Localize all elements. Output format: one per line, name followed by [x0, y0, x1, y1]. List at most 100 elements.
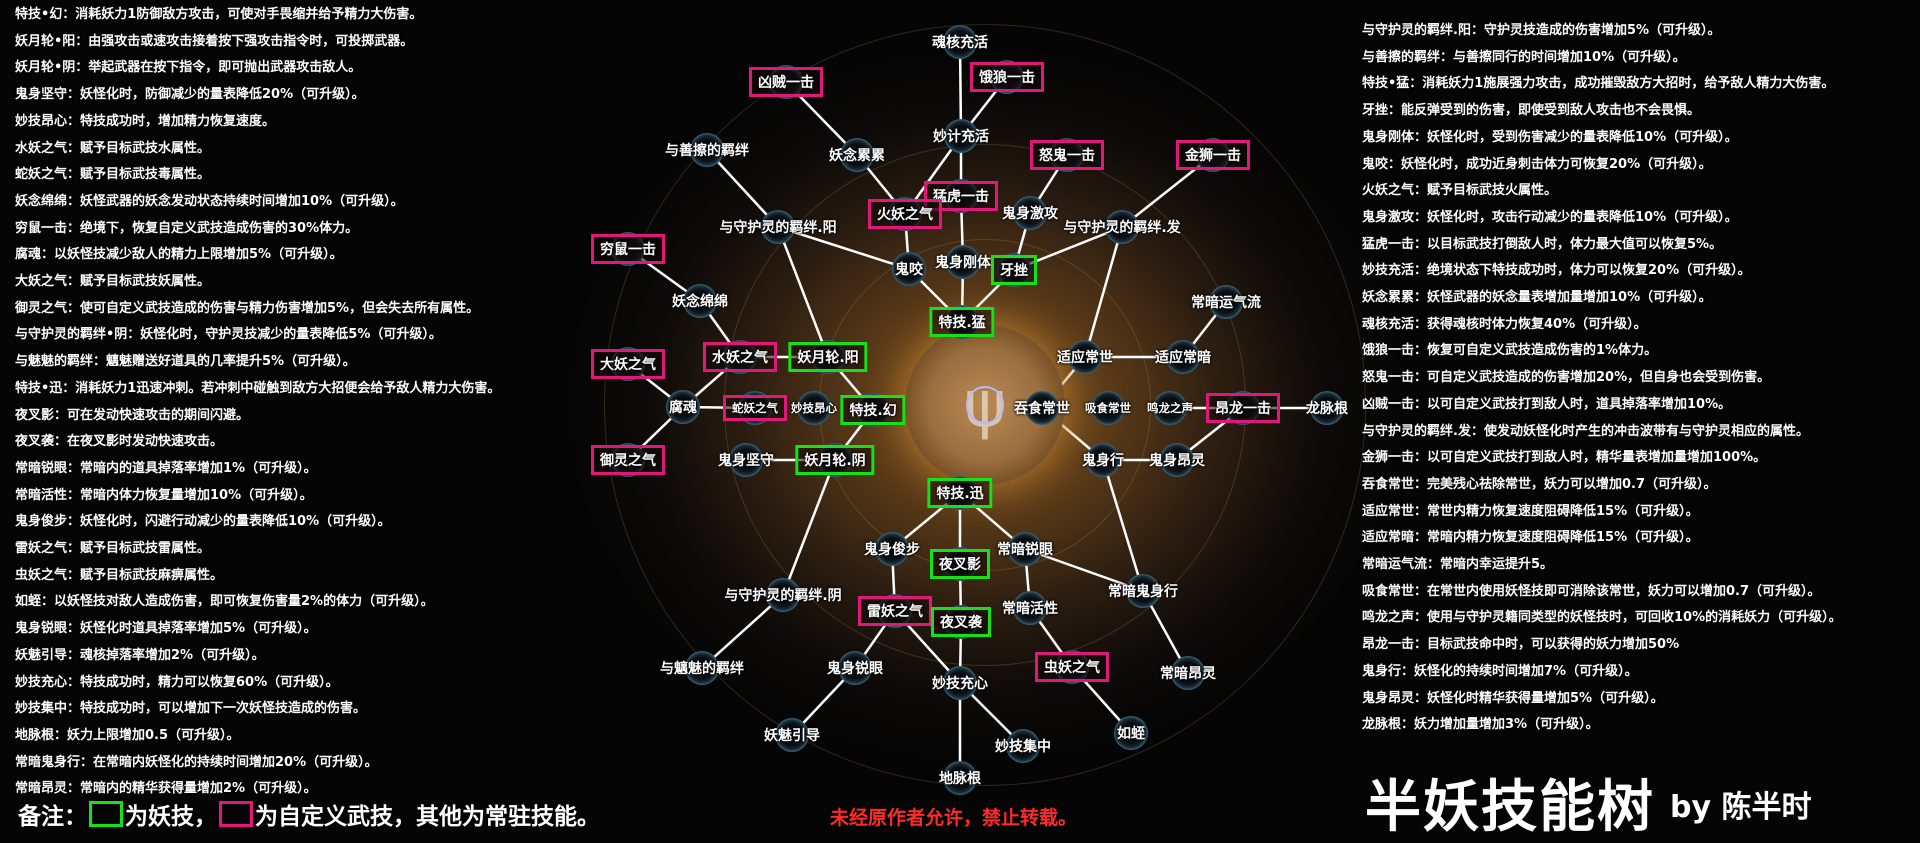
skill-node-shiying_changan[interactable]: 适应常暗	[1155, 350, 1211, 366]
skill-node-guishen_angling[interactable]: 鬼身昂灵	[1149, 453, 1205, 469]
skill-orb-icon	[1025, 391, 1059, 425]
skill-node-miaoji_chongxin[interactable]: 妙技充心	[932, 676, 988, 692]
tree-link	[701, 594, 784, 669]
skill-orb-icon	[761, 210, 795, 244]
skill-node-guiyao[interactable]: 鬼咬	[895, 262, 923, 278]
skill-node-teji_meng[interactable]: 特技.猛	[929, 307, 995, 337]
skill-description: 妖魅引导：魂核掉落率增加2%（可升级）。	[15, 647, 265, 663]
left-skill-descriptions: 特技•幻：消耗妖力1防御敌方攻击，可使对手畏缩并给予精力大伤害。妖月轮•阳：由强…	[15, 2, 500, 803]
skill-node-longmai[interactable]: 龙脉根	[1306, 401, 1348, 417]
skill-description: 常暗鬼身行：在常暗内妖怪化的持续时间增加20%（可升级）。	[15, 754, 378, 770]
skill-description: 夜叉袭：在夜叉影时发动快速攻击。	[15, 434, 224, 450]
skill-node-shouhu_yang[interactable]: 与守护灵的羁绊.阳	[719, 220, 837, 236]
skill-description: 雷妖之气：赋予目标武技雷属性。	[15, 541, 211, 557]
skill-orb-icon	[1126, 574, 1160, 608]
skill-node-anglong[interactable]: 昂龙一击	[1206, 393, 1280, 423]
skill-node-miaoji_jizhong[interactable]: 妙技集中	[995, 739, 1051, 755]
skill-node-chongyao[interactable]: 虫妖之气	[1035, 652, 1109, 682]
skill-node-shiying_changshi[interactable]: 适应常世	[1057, 350, 1113, 366]
skill-description: 妙技集中：特技成功时，可以增加下一次妖怪技造成的伤害。	[15, 701, 367, 717]
skill-description: 鬼身激攻：妖怪化时，攻击行动减少的量表降低10%（可升级）。	[1362, 209, 1738, 225]
tree-link	[777, 225, 910, 271]
skill-node-guishenxing[interactable]: 鬼身行	[1082, 453, 1124, 469]
skill-node-huoyao[interactable]: 火妖之气	[868, 199, 942, 229]
skill-description: 魂核充活：获得魂核时体力恢复40%（可升级）。	[1362, 316, 1647, 332]
skill-node-tunshi[interactable]: 吞食常世	[1014, 401, 1070, 417]
skill-node-dayao[interactable]: 大妖之气	[591, 349, 665, 379]
skill-node-guishen_junbu[interactable]: 鬼身俊步	[864, 542, 920, 558]
skill-node-guishen_jianshou[interactable]: 鬼身坚守	[718, 453, 774, 469]
skill-node-dimai[interactable]: 地脉根	[939, 771, 981, 787]
skill-node-teji_xun[interactable]: 特技.迅	[927, 478, 993, 508]
legend-yao-label: 为妖技，	[125, 804, 217, 830]
skill-node-yaonian_mianmian[interactable]: 妖念绵绵	[672, 294, 728, 310]
skill-description: 如蛭：以妖怪技对敌人造成伤害，即可恢复伤害量2%的体力（可升级）。	[15, 594, 434, 610]
skill-orb-icon	[1105, 210, 1139, 244]
skill-node-qiongshu[interactable]: 穷鼠一击	[591, 234, 665, 264]
skill-description: 适应常世：常世内精力恢复速度阻碍降低15%（可升级）。	[1362, 503, 1699, 519]
skill-node-changan_huoxing[interactable]: 常暗活性	[1002, 601, 1058, 617]
skill-node-miaoji_chonghuo[interactable]: 妙计充活	[933, 129, 989, 145]
skill-description: 妖月轮•阳：由强攻击或速攻击接着按下强攻击指令时，可投掷武器。	[15, 33, 414, 49]
skill-node-yacuo[interactable]: 牙挫	[991, 255, 1037, 285]
skill-orb-icon	[1310, 391, 1344, 425]
skill-node-changan_angling[interactable]: 常暗昂灵	[1160, 666, 1216, 682]
skill-node-changan_ruiyan[interactable]: 常暗锐眼	[997, 542, 1053, 558]
skill-description: 特技•迅：消耗妖力1迅速冲刺。若冲刺中碰触到敌方大招便会给予敌人精力大伤害。	[15, 380, 501, 396]
skill-description: 鸣龙之声：使用与守护灵籍同类型的妖怪技时，可回收10%的消耗妖力（可升级）。	[1362, 610, 1842, 626]
skill-orb-icon	[838, 651, 872, 685]
wu-swatch-icon	[219, 801, 253, 827]
skill-node-guishen_jigong[interactable]: 鬼身激攻	[1002, 206, 1058, 222]
skill-description: 吸食常世：在常世内使用妖怪技即可消除该常世，妖力可以增加0.7（可升级）。	[1362, 583, 1821, 599]
skill-orb-icon	[690, 133, 724, 167]
skill-node-yaoyue_yang[interactable]: 妖月轮.阳	[788, 342, 868, 372]
skill-orb-icon	[1086, 443, 1120, 477]
skill-description: 适应常暗：常暗内精力恢复速度阻碍降低15%（可升级）。	[1362, 530, 1699, 546]
skill-node-jinshi[interactable]: 金狮一击	[1176, 140, 1250, 170]
skill-node-shouhu_fa[interactable]: 与守护灵的羁绊.发	[1063, 220, 1181, 236]
skill-description: 常暗锐眼：常暗内的道具掉落率增加1%（可升级）。	[15, 460, 317, 476]
skill-node-yaoyue_yin[interactable]: 妖月轮.阴	[795, 445, 875, 475]
legend: 备注： 为妖技， 为自定义武技， 其他为常驻技能。	[18, 797, 600, 831]
skill-node-yaonian_leilei[interactable]: 妖念累累	[829, 148, 885, 164]
skill-node-shanca[interactable]: 与善擦的羁绊	[665, 143, 749, 159]
skill-orb-icon	[766, 578, 800, 612]
outer-ring	[604, 24, 1366, 786]
skill-node-hunhe[interactable]: 魂核充活	[932, 35, 988, 51]
skill-orb-icon	[1006, 729, 1040, 763]
skill-node-guishen_gangti[interactable]: 鬼身刚体	[935, 255, 991, 271]
skill-orb-icon	[1171, 656, 1205, 690]
skill-node-yuling[interactable]: 御灵之气	[591, 445, 665, 475]
skill-node-yaomei[interactable]: 妖魅引导	[764, 728, 820, 744]
skill-description: 御灵之气：使可自定义武技造成的伤害与精力伤害增加5%，但会失去所有属性。	[15, 300, 480, 316]
skill-node-leiyao[interactable]: 雷妖之气	[858, 596, 932, 626]
skill-node-changan_yunqi[interactable]: 常暗运气流	[1191, 295, 1261, 311]
skill-node-shuiyao[interactable]: 水妖之气	[703, 342, 777, 372]
skill-node-shouhu_yin[interactable]: 与守护灵的羁绊.阴	[724, 588, 842, 604]
tree-link	[1024, 547, 1144, 593]
skill-orb-icon	[943, 761, 977, 795]
skill-node-miaoji_angxin[interactable]: 妙技昂心	[791, 401, 837, 415]
skill-node-minglong[interactable]: 鸣龙之声	[1147, 401, 1193, 415]
skill-node-xiongzei[interactable]: 凶贼一击	[749, 67, 823, 97]
skill-orb-icon	[729, 443, 763, 477]
emblem-core-ring	[966, 386, 1004, 424]
skill-node-nugui[interactable]: 怒鬼一击	[1030, 140, 1104, 170]
skill-node-changan_guishenxing[interactable]: 常暗鬼身行	[1108, 584, 1178, 600]
skill-description: 地脉根：妖力上限增加0.5（可升级）。	[15, 727, 240, 743]
skill-node-yechaxi[interactable]: 夜叉袭	[931, 607, 991, 637]
skill-node-yechaying[interactable]: 夜叉影	[930, 549, 990, 579]
skill-description: 牙挫：能反弹受到的伤害，即使受到敌人攻击也不会畏惧。	[1362, 103, 1701, 119]
skill-description: 大妖之气：赋予目标武技妖属性。	[15, 274, 211, 290]
skill-node-ruzhi[interactable]: 如蛭	[1117, 726, 1145, 742]
skill-node-guishen_ruiyan[interactable]: 鬼身锐眼	[827, 661, 883, 677]
skill-description: 鬼咬：妖怪化时，成功近身刺击体力可恢复20%（可升级）。	[1362, 156, 1712, 172]
skill-node-teji_huan[interactable]: 特技.幻	[840, 395, 906, 425]
skill-node-xishi[interactable]: 吸食常世	[1085, 401, 1131, 415]
skill-node-chimei[interactable]: 与魑魅的羁绊	[660, 661, 744, 677]
skill-node-sheyao[interactable]: 蛇妖之气	[723, 395, 787, 421]
skill-orb-icon	[1153, 391, 1187, 425]
skill-node-elang[interactable]: 饿狼一击	[970, 62, 1044, 92]
skill-description: 火妖之气：赋予目标武技火属性。	[1362, 183, 1558, 199]
skill-node-fuhun[interactable]: 腐魂	[669, 400, 697, 416]
